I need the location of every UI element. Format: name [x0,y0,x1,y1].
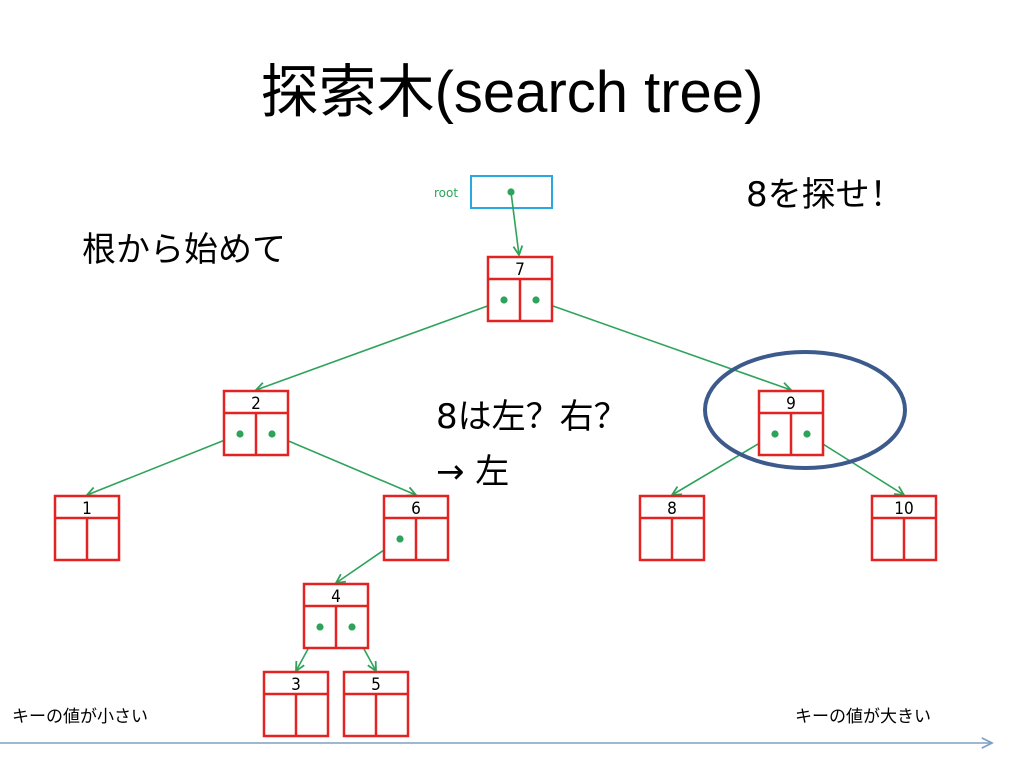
pointer-dot [500,296,508,304]
pointer-dot [236,430,244,438]
node-key-label: 4 [331,587,341,607]
node-key-label: 10 [894,499,913,519]
axis-right-label: キーの値が大きい [795,707,931,727]
root-label: root [434,186,459,200]
tree-node-2: 2 [222,389,290,457]
slide-title: 探索木(search tree) [260,60,764,125]
tree-node-7: 7 [486,255,554,323]
tree-node-3: 3 [262,670,330,738]
axis-left-label: キーの値が小さい [12,707,148,727]
node-key-label: 8 [667,499,677,519]
highlight-ellipse [703,350,907,470]
tree-node-1: 1 [53,494,121,562]
start-note: 根から始めて [82,230,286,270]
question-line-2: → 左 [436,452,510,492]
edge-layer [87,299,904,671]
tree-node-10: 10 [870,494,938,562]
tree-node-4: 4 [302,582,370,650]
pointer-edge-n2-left [87,433,241,495]
pointer-dot [268,430,276,438]
target-note: 8を探せ！ [746,175,904,215]
pointer-dot [532,296,540,304]
pointer-dot [803,430,811,438]
pointer-edge-n2-right [271,433,416,495]
tree-node-9: 9 [757,389,825,457]
pointer-edge-n7-left [256,299,505,390]
node-key-label: 1 [82,499,92,519]
tree-node-5: 5 [342,670,410,738]
node-key-label: 7 [515,260,525,280]
root-pointer-edge [510,191,519,255]
overlay-layer [0,175,992,743]
pointer-dot [396,535,404,543]
pointer-dot [316,623,324,631]
pointer-dot [771,430,779,438]
pointer-edge-n7-right [535,299,791,390]
root-pointer [470,175,553,255]
node-key-label: 3 [291,675,301,695]
tree-node-8: 8 [638,494,706,562]
question-line-1: 8は左？右？ [436,397,628,437]
node-key-label: 5 [371,675,381,695]
node-key-label: 2 [251,394,261,414]
pointer-dot [348,623,356,631]
node-key-label: 9 [786,394,796,414]
node-key-label: 6 [411,499,421,519]
tree-node-6: 6 [382,494,450,562]
